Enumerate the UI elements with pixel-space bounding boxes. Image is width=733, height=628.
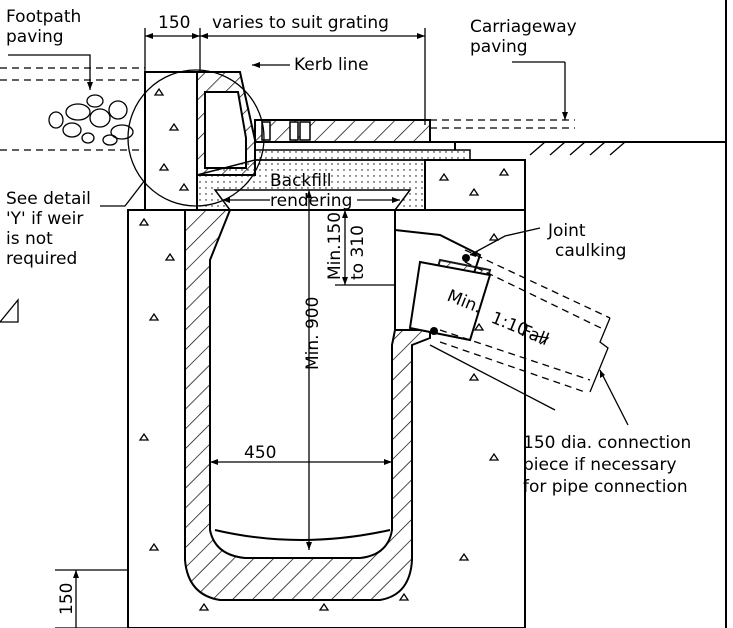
joint-caulking-label-1: Joint	[547, 221, 586, 241]
outlet-pipe	[394, 228, 611, 393]
kerb-line-label: Kerb line	[294, 55, 369, 75]
road-concrete-block	[424, 159, 526, 211]
caulking-dot-lower	[430, 327, 438, 335]
see-detail-label-1: See detail	[6, 189, 91, 209]
gully-pot-wall	[184, 209, 431, 601]
section-marker	[0, 298, 19, 323]
dimension-150-bottom: 150	[57, 583, 77, 615]
detail-y-circle	[127, 69, 265, 207]
carriageway-paving-label-2: paving	[470, 37, 528, 57]
footpath-paving-label-1: Footpath	[6, 7, 81, 27]
caulking-dot-upper	[462, 254, 470, 262]
footpath-paving-label-2: paving	[6, 27, 64, 47]
kerb-concrete-block	[144, 71, 198, 211]
kerb-unit	[196, 71, 256, 176]
width-450-label: 450	[244, 443, 276, 463]
see-detail-label-3: is not	[6, 229, 53, 249]
dimension-lines	[73, 28, 556, 628]
connection-label-3: for pipe connection	[523, 477, 688, 497]
connection-label-1: 150 dia. connection	[523, 433, 691, 453]
joint-caulking-label-2: caulking	[555, 241, 626, 261]
footpath-paving	[0, 67, 145, 151]
see-detail-label-4: required	[6, 249, 77, 269]
backfill-label-1: Backfill	[270, 171, 331, 191]
grating	[254, 119, 471, 161]
carriageway-paving-label-1: Carriageway	[470, 17, 577, 37]
dimension-150-top: 150	[158, 13, 190, 33]
min-150-label: Min.150	[325, 212, 345, 280]
backfill-label-2: rendering	[270, 191, 352, 211]
connection-label-2: piece if necessary	[523, 455, 677, 475]
see-detail-label-2: 'Y' if weir	[6, 209, 83, 229]
carriageway-paving	[430, 119, 726, 156]
min-900-label: Min. 900	[303, 297, 323, 370]
leader-lines	[8, 54, 629, 426]
varies-to-suit-grating-label: varies to suit grating	[212, 13, 389, 33]
to-310-label: to 310	[348, 225, 368, 280]
